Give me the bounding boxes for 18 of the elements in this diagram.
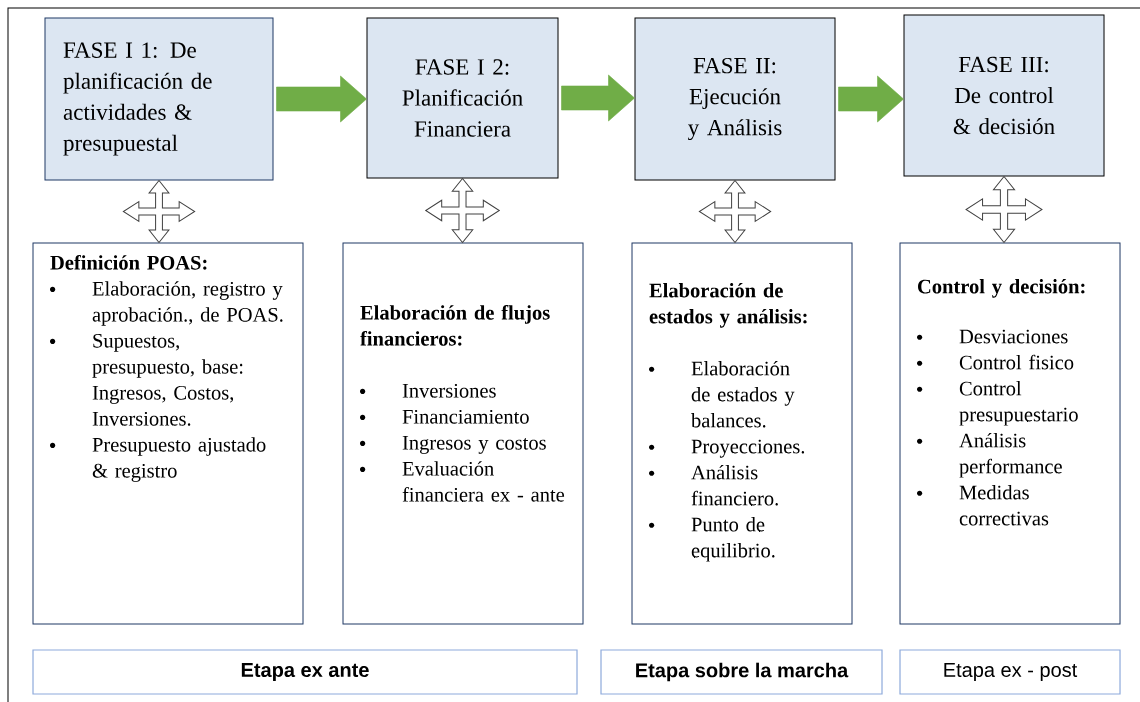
four-way-arrow bbox=[122, 180, 196, 243]
phase-box: FASE I 1: De planificación de actividades & presupuestal bbox=[44, 17, 274, 181]
four-way-arrow bbox=[425, 178, 500, 243]
block-arrow bbox=[276, 75, 367, 123]
stage-band: Etapa ex - post bbox=[899, 649, 1121, 695]
list-box: Elaboración de flujos financieros: Inversiones Financiamiento Ingresos y costos Evaluación financiera ex - ante bbox=[342, 242, 584, 625]
block-arrow bbox=[838, 75, 904, 123]
phase-box: FASE III: De control & decisión bbox=[903, 14, 1105, 177]
block-arrow bbox=[561, 74, 635, 122]
stage-band: Etapa sobre la marcha bbox=[600, 649, 883, 695]
phase-box: FASE II: Ejecución y Análisis bbox=[634, 17, 836, 181]
list-box: Definición POAS: Elaboración, registro y aprobación., de POAS. Supuestos, presupuesto, base: Ingresos, Costos, Inversiones. Presupuesto ajustado & registro bbox=[32, 242, 304, 625]
four-way-arrow bbox=[698, 180, 772, 243]
stage-band: Etapa ex ante bbox=[32, 649, 578, 695]
list-box: Control y decisión: Desviaciones Control fisico Control presupuestario Análisis performance Medidas correctivas bbox=[899, 242, 1121, 625]
phase-box: FASE I 2: Planificación Financiera bbox=[366, 17, 559, 179]
list-box: Elaboración de estados y análisis: Elaboración de estados y balances. Proyecciones. Análisis financiero. Punto de equilibrio. bbox=[631, 242, 853, 625]
four-way-arrow bbox=[965, 176, 1043, 243]
